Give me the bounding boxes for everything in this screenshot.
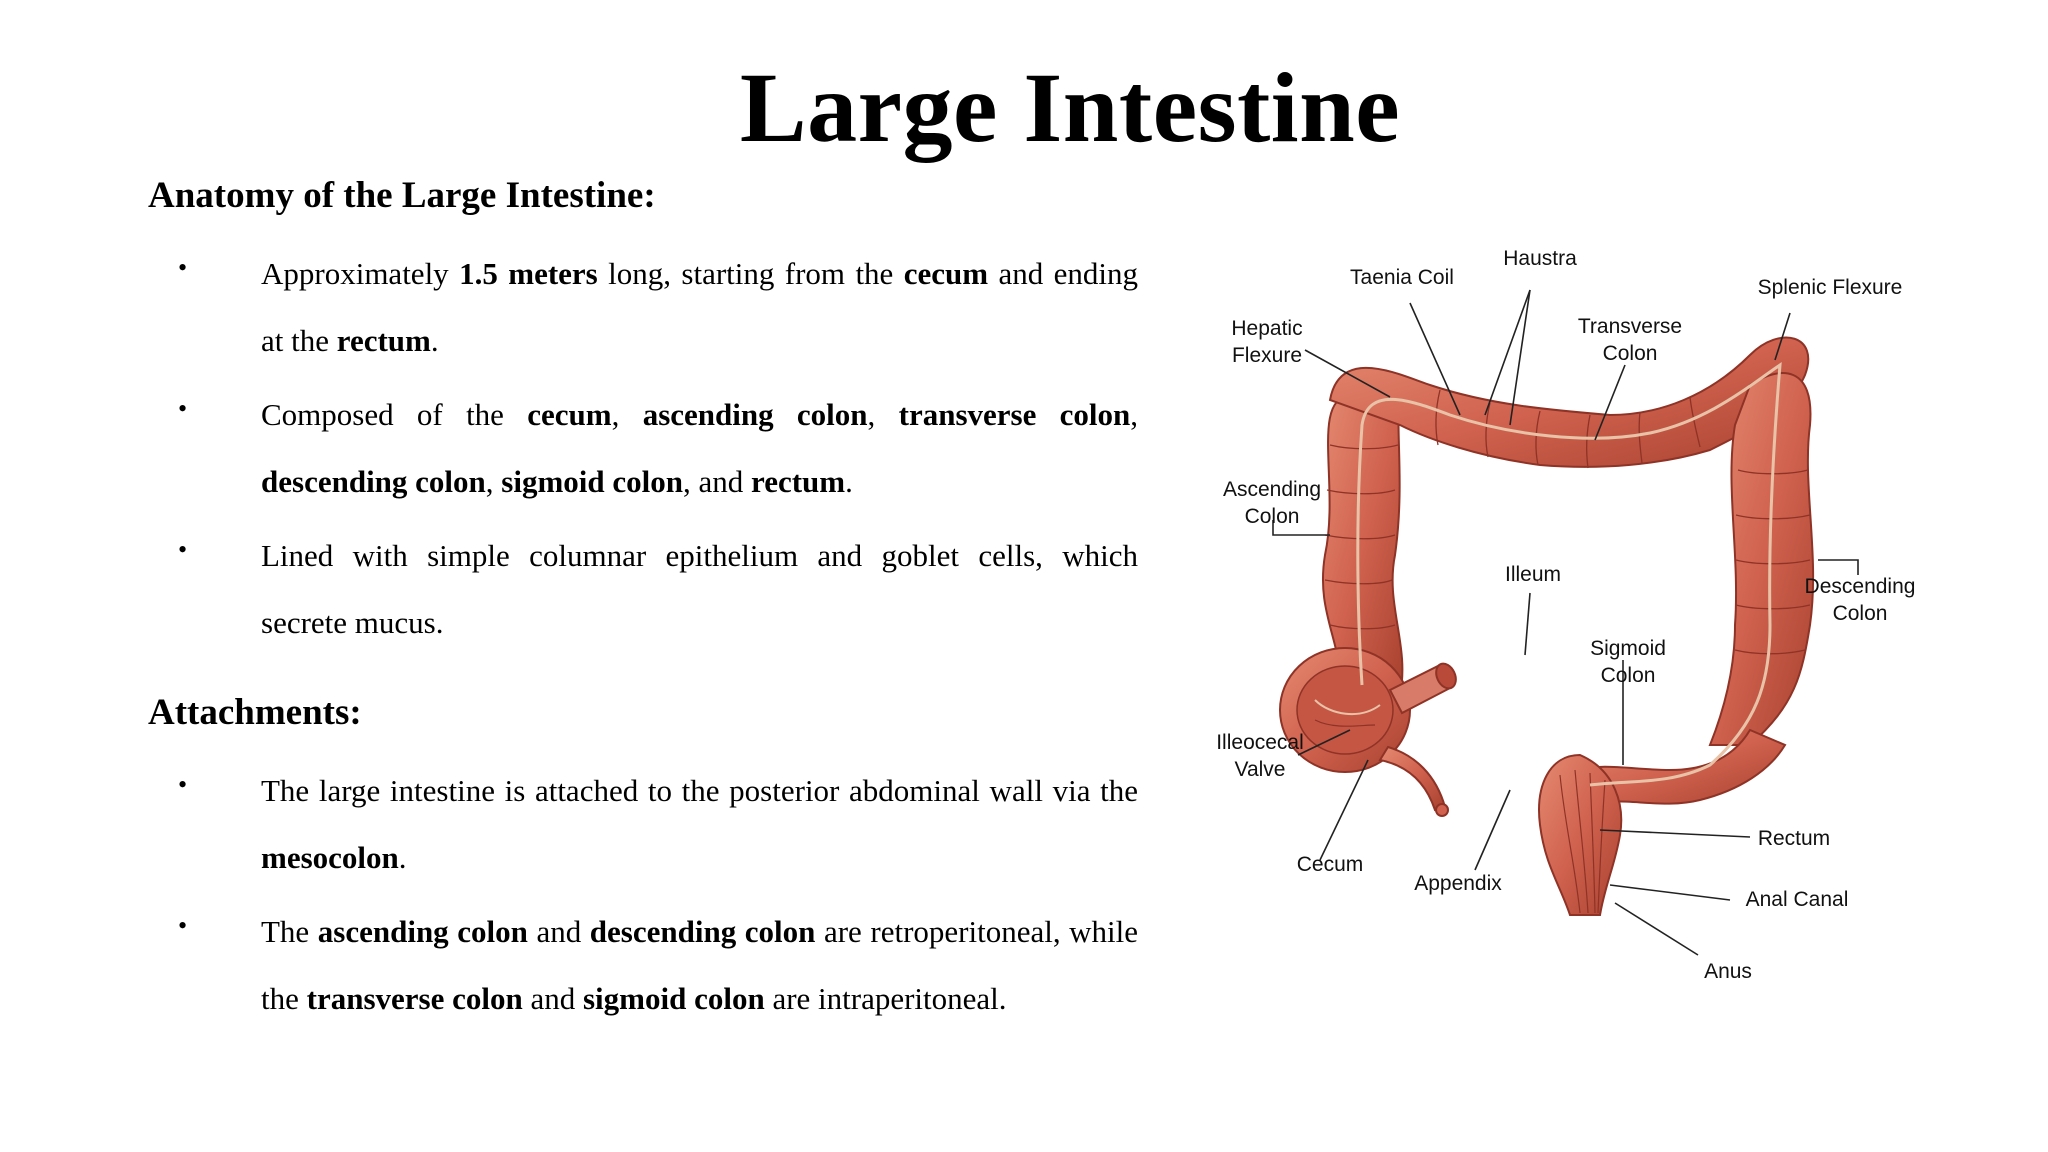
label-transverse-colon-line2: Colon [1603, 342, 1658, 365]
bold-term: ascending colon [317, 914, 528, 949]
diagram-labels: Haustra Taenia Coil Splenic Flexure Hepa… [1216, 247, 1915, 983]
label-ascending-colon-line1: Ascending [1223, 478, 1321, 501]
label-hepatic-flexure-line1: Hepatic [1231, 317, 1302, 340]
large-intestine-diagram: Haustra Taenia Coil Splenic Flexure Hepa… [1216, 247, 1915, 983]
descending-colon [1708, 372, 1815, 746]
anatomy-bullet-lining: Lined with simple columnar epithelium an… [148, 516, 1138, 656]
label-hepatic-flexure-line2: Flexure [1232, 344, 1302, 367]
label-illeocecal-valve-line1: Illeocecal [1216, 731, 1304, 754]
illeocecal-valve-shape [1296, 665, 1394, 755]
attachments-heading: Attachments: [148, 692, 362, 733]
bold-term: descending colon [589, 914, 816, 949]
label-sigmoid-colon-line1: Sigmoid [1590, 637, 1666, 660]
rectum-folds [1559, 769, 1606, 914]
attachments-bullet-peritoneal: The ascending colon and descending colon… [148, 892, 1138, 1032]
haustra-folds [1324, 389, 1811, 655]
label-taenia-coil: Taenia Coil [1350, 266, 1454, 289]
label-anal-canal: Anal Canal [1746, 888, 1849, 911]
label-transverse-colon-line1: Transverse [1578, 315, 1682, 338]
taenia-coli-band [1356, 362, 1782, 787]
bold-term: ascending colon [642, 397, 868, 432]
label-splenic-flexure: Splenic Flexure [1758, 276, 1903, 299]
bold-term: rectum [336, 323, 431, 358]
anatomy-bullet-length: Approximately 1.5 meters long, starting … [148, 234, 1138, 374]
rectum-shape [1538, 753, 1623, 916]
bold-term: transverse colon [898, 397, 1131, 432]
label-leader-lines [1272, 289, 1859, 956]
anatomy-heading: Anatomy of the Large Intestine: [148, 175, 656, 216]
label-appendix: Appendix [1414, 872, 1502, 895]
label-descending-colon-line1: Descending [1805, 575, 1916, 598]
label-rectum: Rectum [1758, 827, 1830, 850]
label-descending-colon-line2: Colon [1833, 602, 1888, 625]
attachments-bullet-list: The large intestine is attached to the p… [148, 751, 1138, 1039]
bold-term: cecum [527, 397, 612, 432]
anatomy-bullet-composition: Composed of the cecum, ascending colon, … [148, 375, 1138, 515]
slide-title: Large Intestine [739, 52, 1401, 163]
bold-term: rectum [751, 464, 846, 499]
label-illeum: Illeum [1505, 563, 1561, 586]
anatomy-bullet-list: Approximately 1.5 meters long, starting … [148, 234, 1138, 663]
attachments-bullet-mesocolon: The large intestine is attached to the p… [148, 751, 1138, 891]
bold-term: 1.5 meters [459, 256, 598, 291]
label-ascending-colon-line2: Colon [1245, 505, 1300, 528]
colon-illustration [1279, 336, 1815, 916]
bold-term: descending colon [261, 464, 486, 499]
transverse-colon [1328, 336, 1810, 468]
label-anus: Anus [1704, 960, 1752, 983]
bold-term: cecum [903, 256, 989, 291]
label-haustra: Haustra [1503, 247, 1577, 270]
bold-term: sigmoid colon [582, 981, 765, 1016]
bold-term: mesocolon [261, 840, 399, 875]
bold-term: sigmoid colon [501, 464, 683, 499]
label-cecum: Cecum [1297, 853, 1364, 876]
label-sigmoid-colon-line2: Colon [1601, 664, 1656, 687]
bold-term: transverse colon [306, 981, 523, 1016]
appendix-shape [1378, 745, 1447, 812]
label-illeocecal-valve-line2: Valve [1235, 758, 1286, 781]
